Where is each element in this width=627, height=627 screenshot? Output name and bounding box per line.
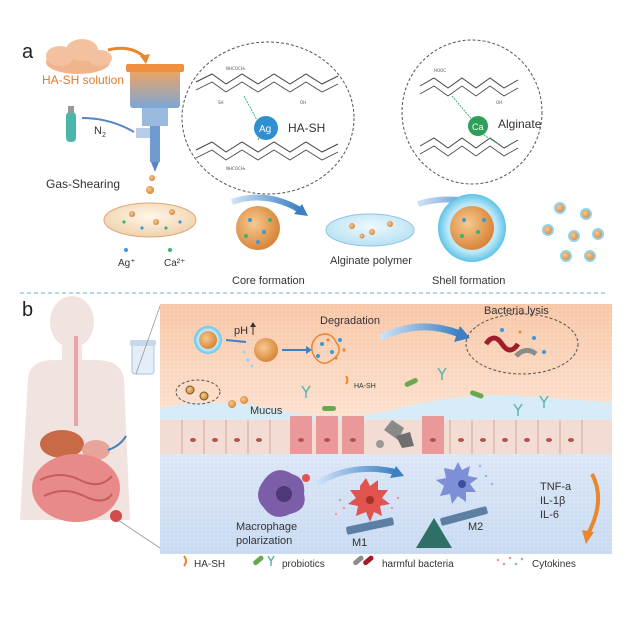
svg-text:NHCOCH₃: NHCOCH₃ (226, 66, 246, 71)
alginate-inset: HOOC OH (401, 39, 543, 185)
svg-text:HOOC: HOOC (434, 68, 446, 73)
droplet (146, 186, 154, 194)
mucus-label: Mucus (250, 405, 283, 417)
legend-cytokines-label: Cytokines (532, 559, 576, 570)
ca-ion-dot (168, 248, 172, 252)
svg-text:OH: OH (300, 100, 306, 105)
core-formation-label: Core formation (232, 275, 305, 287)
step-arrow-icon (378, 323, 462, 342)
gas-label: N (94, 125, 102, 137)
petri-dish-ions (103, 202, 197, 238)
degradation-label: Degradation (320, 315, 380, 327)
human-body-icon (20, 296, 130, 522)
hash-inset: NHCOCH₃ SH OH NHCOCH₃ (181, 41, 355, 195)
m1-label: M1 (352, 537, 367, 549)
m1-macrophage (346, 478, 394, 535)
legend-probiotics-icon (253, 555, 275, 566)
inset-alginate-label: Alginate (498, 117, 542, 131)
ag-ion-dot (124, 248, 128, 252)
degradation-cluster (311, 333, 346, 364)
cytokine-dots (334, 464, 494, 516)
gas-shearing-device-icon (126, 64, 184, 172)
panel-a-letter: a (22, 41, 34, 63)
m2-label: M2 (468, 521, 483, 533)
ph-label: pH (234, 325, 248, 337)
inset-ca-label: Ca (472, 122, 484, 132)
polarization-label: polarization (236, 535, 292, 547)
m2-macrophage (436, 462, 488, 526)
flow-arrow-icon (107, 46, 147, 60)
ca-ion-label: Ca²⁺ (164, 258, 185, 269)
step-arrow-icon (314, 465, 397, 487)
legend-probiotics-label: probiotics (282, 559, 325, 570)
svg-text:NHCOCH₃: NHCOCH₃ (226, 166, 246, 171)
legend-cytokines-icon (496, 556, 524, 566)
decrease-arrow-icon (586, 473, 601, 535)
hash-small-label: HA-SH (354, 383, 376, 390)
bacteria-lysis-label: Bacteria lysis (484, 305, 549, 317)
capsule-bottle-icon (130, 340, 156, 375)
legend-harmful-bacteria-icon (353, 555, 374, 566)
svg-text:SH: SH (218, 100, 224, 105)
alginate-polymer-label: Alginate polymer (330, 255, 412, 267)
solution-label: HA-SH solution (42, 73, 124, 87)
core-particle (236, 206, 280, 250)
macrophage-cell (258, 470, 310, 517)
tnf-label: TNF-a (540, 481, 572, 493)
legend-hash-icon (183, 555, 187, 567)
inset-hash-label: HA-SH (288, 121, 325, 135)
epithelium (160, 416, 612, 454)
panel-b-letter: b (22, 299, 33, 321)
bacteria-lysis-inset (465, 313, 579, 375)
solution-cloud-icon (46, 39, 112, 74)
legend: HA-SH probiotics harmful bacteria Cytoki… (183, 555, 576, 570)
shell-formation-label: Shell formation (432, 275, 505, 287)
mucus-layer (160, 395, 612, 420)
damaged-barrier (376, 420, 414, 448)
dispersed-particles (542, 202, 604, 262)
panel-a: a HA-SH solution N 2 Gas-S (22, 39, 604, 287)
ag-ion-label: Ag⁺ (118, 258, 136, 269)
legend-harmful-bacteria-label: harmful bacteria (382, 559, 454, 570)
panel-b: b (20, 296, 612, 570)
inset-ag-label: Ag (259, 124, 271, 135)
step-arrow-icon (231, 194, 302, 213)
alginate-dish (325, 213, 415, 247)
il6-label: IL-6 (540, 509, 559, 521)
microsphere-released-core (254, 338, 278, 362)
svg-text:OH: OH (496, 100, 502, 105)
gas-shearing-label: Gas-Shearing (46, 177, 120, 191)
il1b-label: IL-1β (540, 495, 565, 507)
legend-hash-label: HA-SH (194, 559, 225, 570)
macrophage-label: Macrophage (236, 521, 297, 533)
gas-subscript: 2 (102, 132, 106, 139)
shell-particle (438, 194, 506, 262)
microsphere-intact (194, 326, 222, 354)
balance-pivot-icon (416, 518, 452, 548)
mucus-particles-inset (175, 379, 221, 405)
droplet (149, 175, 155, 181)
gas-cylinder-icon (66, 106, 76, 142)
lumen-bacteria (301, 367, 549, 416)
